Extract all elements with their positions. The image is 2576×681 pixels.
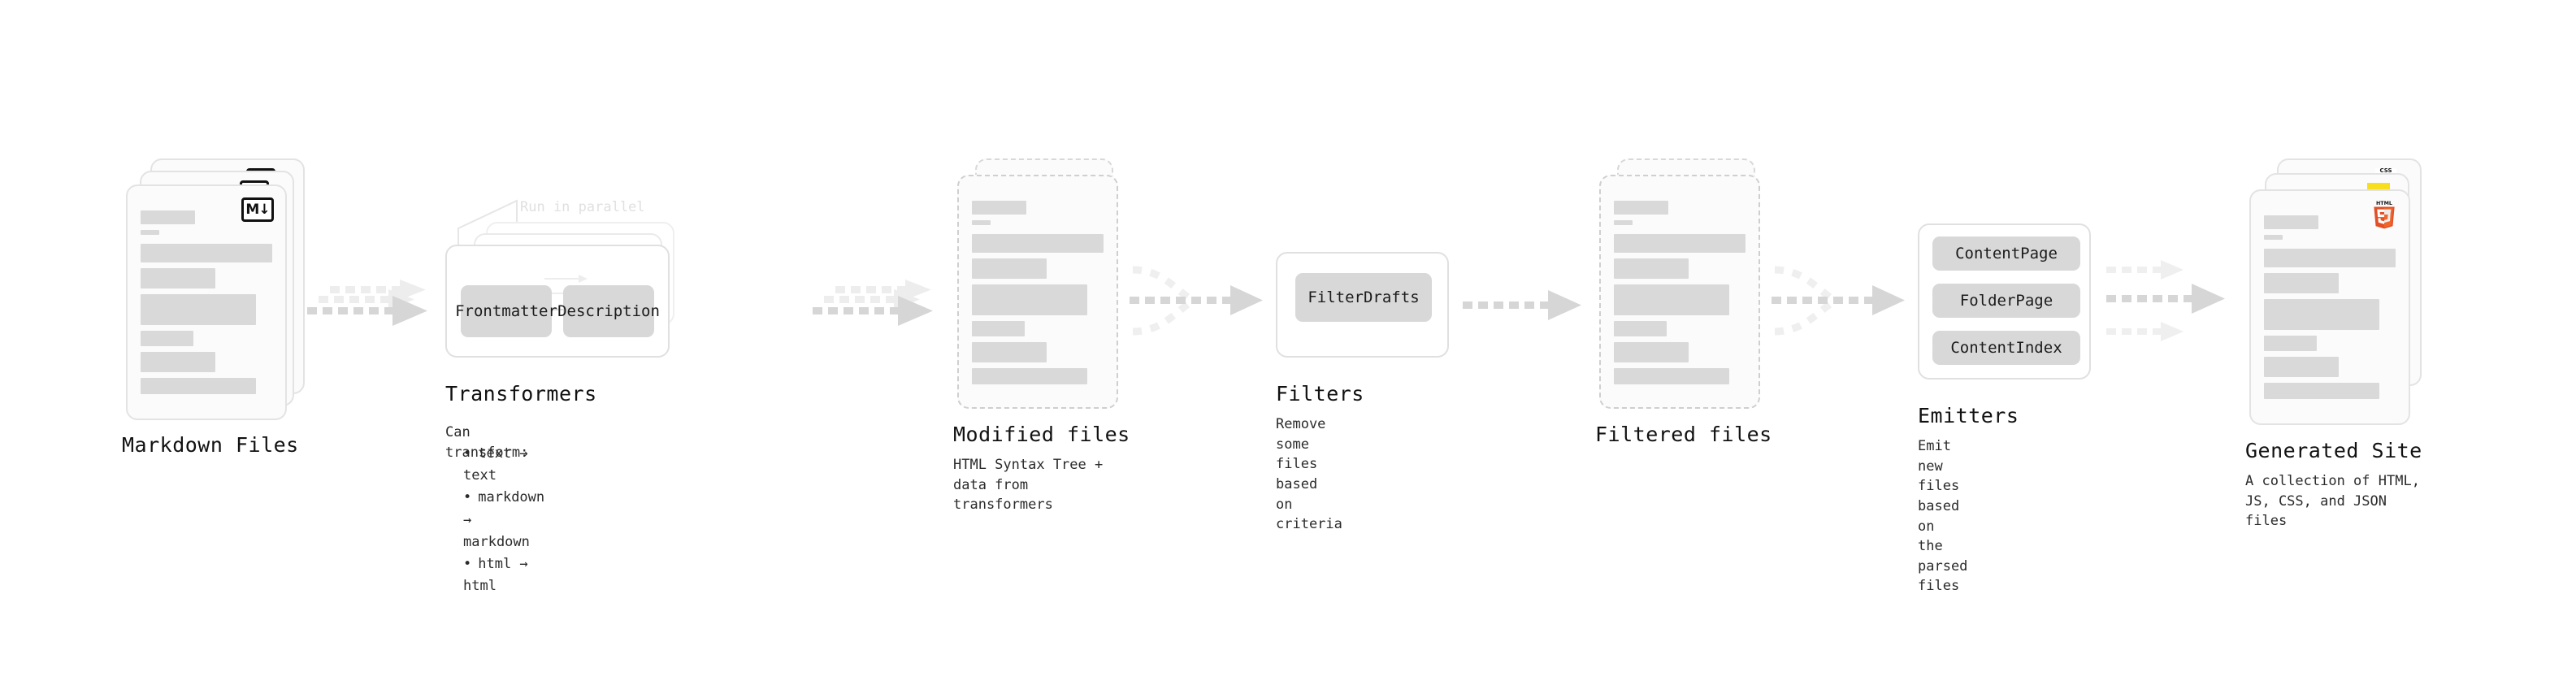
transformers-capability-list: text → text markdown → markdown html → h… [450, 443, 544, 597]
markdown-placeholder-lines [141, 210, 272, 394]
modified-placeholder-lines [972, 201, 1104, 384]
list-item: markdown → markdown [463, 487, 544, 553]
modified-file-stack [957, 158, 1136, 419]
caption-markdown-files: Markdown Files [122, 433, 299, 457]
stage-markdown-files: M↓ M↓ M↓ [122, 158, 309, 457]
caption-filters: Filters [1276, 382, 1364, 406]
caption-generated-site: Generated Site [2245, 439, 2422, 462]
arrow-transformers-to-modified [813, 280, 933, 326]
filtered-card-front [1599, 175, 1760, 409]
caption-emitters-sub: Emit new files based on the parsed files [1918, 438, 1968, 595]
generated-site-stack: CSS HTML [2249, 158, 2436, 431]
stage-modified-files: Modified files HTML Syntax Tree + data f… [953, 158, 1136, 513]
transformer-chip-frontmatter[interactable]: Frontmatter [455, 285, 557, 337]
html5-icon: HTML [2371, 199, 2397, 233]
caption-modified-files: Modified files [953, 423, 1130, 446]
caption-filtered-files: Filtered files [1595, 423, 1772, 446]
arrow-md-to-transformers [307, 280, 427, 326]
list-item: html → html [463, 553, 544, 597]
generated-placeholder-lines [2264, 215, 2396, 399]
generated-card-front: HTML [2249, 189, 2410, 425]
label-run-in-parallel: Run in parallel [520, 199, 645, 215]
caption-emitters: Emitters [1918, 404, 2019, 427]
list-item: text → text [463, 443, 544, 487]
caption-transformers: Transformers [445, 382, 597, 406]
modified-card-front [957, 175, 1118, 409]
svg-text:HTML: HTML [2376, 201, 2392, 206]
filters-box: FilterDrafts [1276, 252, 1449, 358]
arrow-filters-to-filtered [1463, 290, 1581, 320]
stage-generated-site: CSS HTML [2245, 158, 2436, 529]
markdown-badge-front: M↓ [241, 197, 274, 222]
filter-chip-filterdrafts[interactable]: FilterDrafts [1295, 273, 1432, 322]
arrow-modified-to-filters [1130, 266, 1263, 336]
emitters-box: ContentPage FolderPage ContentIndex [1918, 223, 2091, 380]
arrow-emitters-to-site [2106, 260, 2225, 341]
emitter-chip-folderpage[interactable]: FolderPage [1932, 284, 2080, 318]
arrow-filtered-to-emitters [1772, 266, 1905, 336]
caption-generated-site-sub: A collection of HTML, JS, CSS, and JSON … [2245, 473, 2420, 530]
filtered-file-stack [1599, 158, 1778, 419]
stage-filtered-files: Filtered files [1595, 158, 1778, 446]
caption-modified-files-sub: HTML Syntax Tree + data from transformer… [953, 457, 1104, 514]
emitter-chip-contentpage[interactable]: ContentPage [1932, 236, 2080, 271]
run-in-parallel-leader [458, 199, 518, 246]
markdown-file-stack: M↓ M↓ M↓ [126, 158, 309, 427]
caption-filters-sub: Remove some files based on criteria [1276, 416, 1342, 533]
emitter-chip-contentindex[interactable]: ContentIndex [1932, 331, 2080, 365]
markdown-card-front: M↓ [126, 184, 287, 420]
filtered-placeholder-lines [1614, 201, 1746, 384]
transformer-chip-description[interactable]: Description [557, 285, 660, 337]
